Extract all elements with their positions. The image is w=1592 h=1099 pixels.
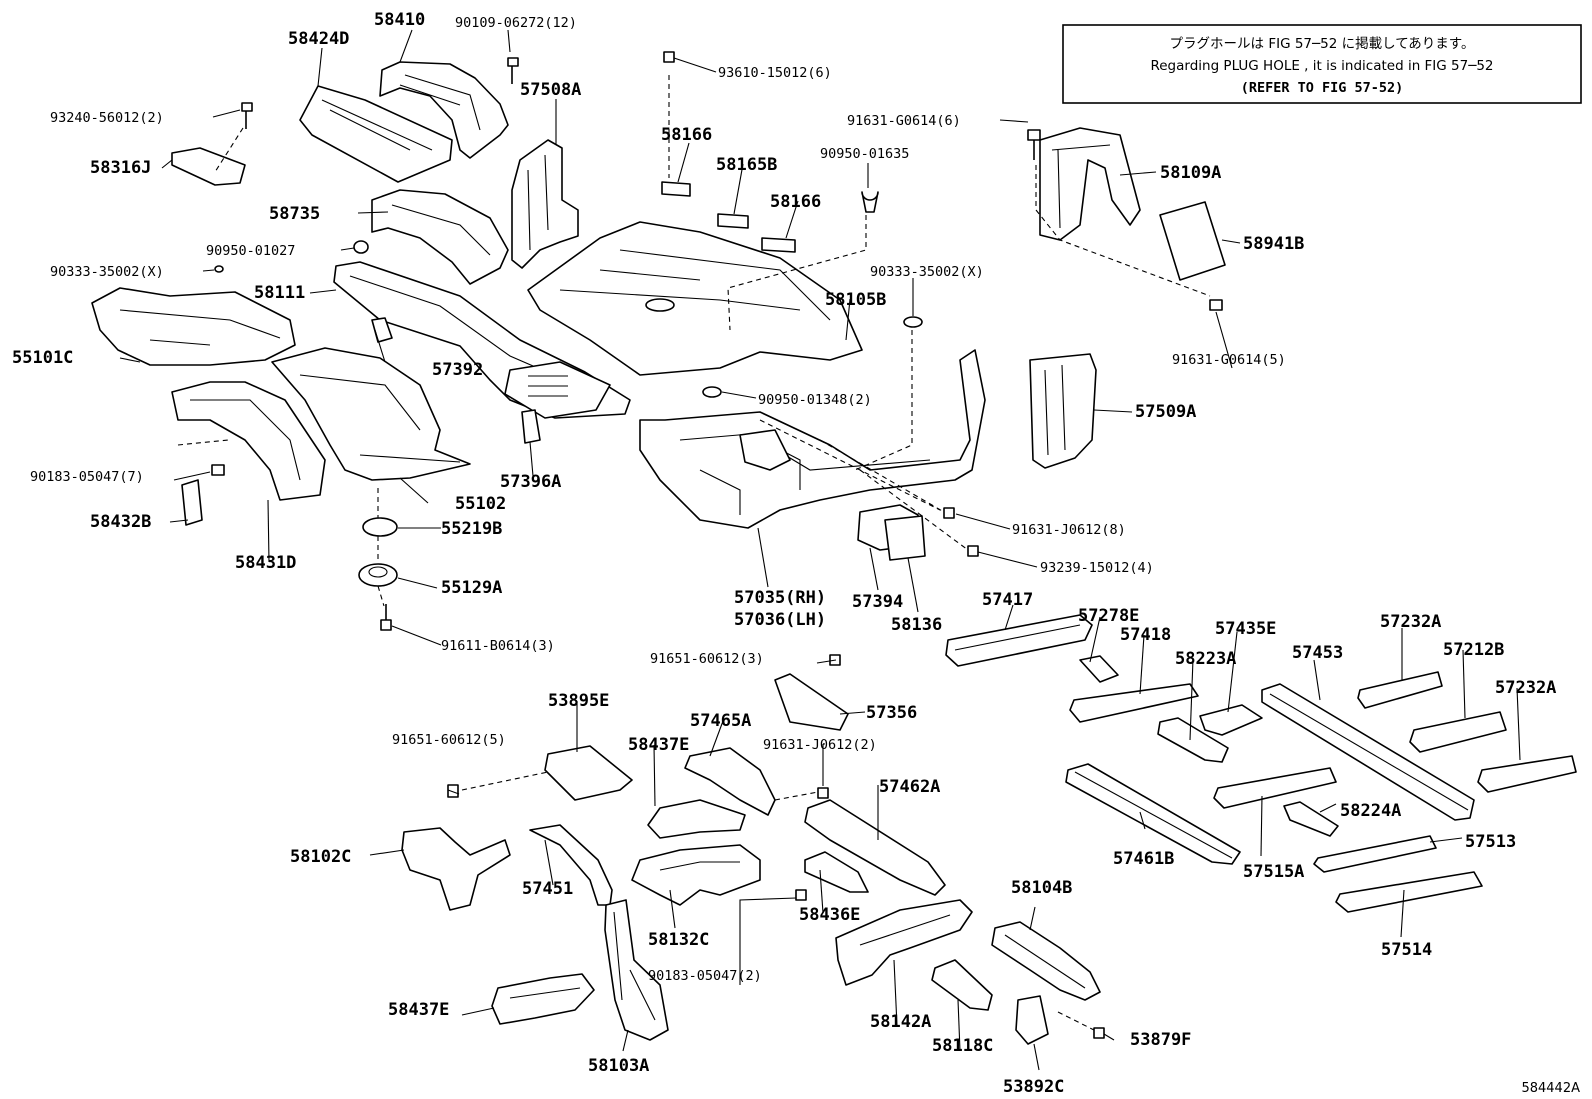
label-91631-J0612-8[interactable]: 91631-J0612(8) [1012,522,1126,538]
label-57451[interactable]: 57451 [522,879,573,899]
label-57232A-a[interactable]: 57232A [1380,612,1441,632]
label-57508A[interactable]: 57508A [520,80,581,100]
label-58166-a[interactable]: 58166 [661,125,712,145]
label-57278E[interactable]: 57278E [1078,606,1139,626]
label-58136[interactable]: 58136 [891,615,942,635]
label-57514[interactable]: 57514 [1381,940,1432,960]
note-box: プラグホールは FIG 57─52 に掲載してあります。 Regarding P… [1062,24,1582,104]
label-58118C[interactable]: 58118C [932,1036,993,1056]
label-90950-01348[interactable]: 90950-01348(2) [758,392,872,408]
label-90183-05047-2[interactable]: 90183-05047(2) [648,968,762,984]
part-labels: 58424D 58410 90109-06272(12) 93240-56012… [12,10,1556,1097]
label-57036LH[interactable]: 57036(LH) [734,610,826,630]
label-57356[interactable]: 57356 [866,703,917,723]
label-57232A-b[interactable]: 57232A [1495,678,1556,698]
label-91651-60612-3[interactable]: 91651-60612(3) [650,651,764,667]
label-91651-60612-5[interactable]: 91651-60612(5) [392,732,506,748]
label-58142A[interactable]: 58142A [870,1012,931,1032]
label-58432B[interactable]: 58432B [90,512,151,532]
label-58105B[interactable]: 58105B [825,290,886,310]
label-55129A[interactable]: 55129A [441,578,502,598]
label-91631-G0614-6[interactable]: 91631-G0614(6) [847,113,961,129]
label-93239-15012[interactable]: 93239-15012(4) [1040,560,1154,576]
label-58437E-lower[interactable]: 58437E [388,1000,449,1020]
label-58424D[interactable]: 58424D [288,29,349,49]
label-90333-35002-right[interactable]: 90333-35002(X) [870,264,984,280]
label-57515A[interactable]: 57515A [1243,862,1304,882]
label-58437E-upper[interactable]: 58437E [628,735,689,755]
label-57035RH[interactable]: 57035(RH) [734,588,826,608]
label-57418[interactable]: 57418 [1120,625,1171,645]
label-58132C[interactable]: 58132C [648,930,709,950]
label-57394[interactable]: 57394 [852,592,903,612]
label-91611-B0614[interactable]: 91611-B0614(3) [441,638,555,654]
label-58410[interactable]: 58410 [374,10,425,30]
label-57509A[interactable]: 57509A [1135,402,1196,422]
drawing-number: 584442A [1521,1081,1580,1096]
label-57212B[interactable]: 57212B [1443,640,1504,660]
label-91631-J0612-2[interactable]: 91631-J0612(2) [763,737,877,753]
label-58316J[interactable]: 58316J [90,158,151,178]
label-91631-G0614-5[interactable]: 91631-G0614(5) [1172,352,1286,368]
label-58102C[interactable]: 58102C [290,847,351,867]
label-53879F[interactable]: 53879F [1130,1030,1191,1050]
label-57513[interactable]: 57513 [1465,832,1516,852]
label-58109A[interactable]: 58109A [1160,163,1221,183]
label-57453[interactable]: 57453 [1292,643,1343,663]
label-57462A[interactable]: 57462A [879,777,940,797]
label-53895E[interactable]: 53895E [548,691,609,711]
label-58431D[interactable]: 58431D [235,553,296,573]
label-58111[interactable]: 58111 [254,283,305,303]
label-90333-35002-left[interactable]: 90333-35002(X) [50,264,164,280]
label-58103A[interactable]: 58103A [588,1056,649,1076]
label-58941B[interactable]: 58941B [1243,234,1304,254]
label-57417[interactable]: 57417 [982,590,1033,610]
label-93240-56012[interactable]: 93240-56012(2) [50,110,164,126]
label-58104B[interactable]: 58104B [1011,878,1072,898]
label-57396A[interactable]: 57396A [500,472,561,492]
label-58223A[interactable]: 58223A [1175,649,1236,669]
label-58166-b[interactable]: 58166 [770,192,821,212]
note-line-2: Regarding PLUG HOLE , it is indicated in… [1150,58,1493,74]
label-55101C[interactable]: 55101C [12,348,73,368]
label-90950-01027[interactable]: 90950-01027 [206,243,295,259]
label-55219B[interactable]: 55219B [441,519,502,539]
label-90109-06272[interactable]: 90109-06272(12) [455,15,577,31]
label-58436E[interactable]: 58436E [799,905,860,925]
label-53892C[interactable]: 53892C [1003,1077,1064,1097]
label-55102[interactable]: 55102 [455,494,506,514]
label-57392[interactable]: 57392 [432,360,483,380]
part-drawings [91,51,1577,1045]
label-57461B[interactable]: 57461B [1113,849,1174,869]
note-line-1: プラグホールは FIG 57─52 に掲載してあります。 [1170,36,1475,52]
label-58165B[interactable]: 58165B [716,155,777,175]
label-90950-01635[interactable]: 90950-01635 [820,146,909,162]
label-57435E[interactable]: 57435E [1215,619,1276,639]
label-90183-05047-7[interactable]: 90183-05047(7) [30,469,144,485]
label-58735[interactable]: 58735 [269,204,320,224]
label-93610-15012[interactable]: 93610-15012(6) [718,65,832,81]
label-57465A[interactable]: 57465A [690,711,751,731]
note-line-3: (REFER TO FIG 57-52) [1241,80,1404,96]
leader-lines [119,29,1521,1071]
label-58224A[interactable]: 58224A [1340,801,1401,821]
